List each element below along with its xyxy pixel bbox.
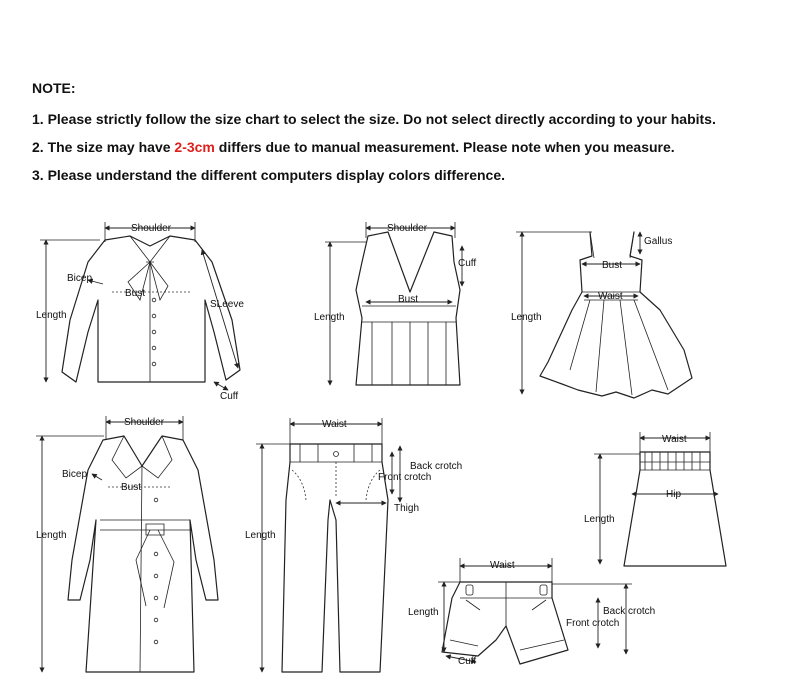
dress-gallus-label: Gallus (644, 236, 672, 247)
dress-waist-seam (582, 291, 640, 301)
dress-waist-label: Waist (598, 291, 623, 302)
shirt-buttons (151, 297, 157, 367)
pants-front-crotch-label: Front crotch (378, 472, 431, 483)
coat-shoulder-label: Shoulder (124, 417, 165, 428)
skirt-length-label: Length (584, 514, 615, 525)
shorts-cuff-label: Cuff (458, 656, 476, 667)
note-block: NOTE: 1. Please strictly follow the size… (32, 80, 792, 195)
dress-diagram: Gallus Bust Waist Length (511, 231, 693, 399)
shirt-bicep-label: Bicep (67, 273, 92, 284)
vest-bust-label: Bust (398, 294, 418, 305)
pants-outline (281, 443, 389, 673)
note-line-3: 3. Please understand the different compu… (32, 167, 506, 183)
coat-length-label: Length (36, 530, 67, 541)
dress-straps (589, 231, 635, 259)
vest-shoulder-label: Shoulder (387, 223, 428, 234)
shirt-bicep-line (87, 278, 104, 285)
shorts-cuff-line (445, 654, 477, 664)
vest-cuff-label: Cuff (458, 258, 476, 269)
shorts-waist-label: Waist (490, 560, 515, 571)
coat-belt (100, 519, 190, 609)
note-line-2-highlight: 2-3cm (174, 139, 215, 155)
shorts-diagram: Waist Length Back crotch Front crotch Cu… (408, 558, 655, 667)
pants-pockets (291, 462, 381, 501)
skirt-hip-label: Hip (666, 489, 681, 500)
pants-back-crotch-label: Back crotch (410, 461, 462, 472)
shirt-cuff-label: Cuff (220, 391, 238, 402)
shorts-outline (441, 581, 569, 665)
skirt-waist-label: Waist (662, 434, 687, 445)
coat-bicep-label: Bicep (62, 469, 87, 480)
dress-length-label: Length (511, 312, 542, 323)
shorts-back-crotch-label: Back crotch (603, 606, 655, 617)
note-title: NOTE: (32, 80, 76, 96)
pants-waist-label: Waist (322, 419, 347, 430)
coat-buttons (153, 497, 159, 645)
skirt-waistband (640, 452, 710, 471)
note-line-2-end: differs due to manual measurement. Pleas… (214, 139, 675, 155)
coat-bust-label: Bust (121, 482, 141, 493)
vest-waistband (362, 305, 456, 385)
dress-outline (539, 231, 693, 399)
dress-folds (569, 299, 669, 396)
shirt-diagram: Shoulder Bicep Bust SLeeve Length Cuff (36, 222, 244, 402)
shorts-button-left (465, 584, 474, 596)
shorts-front-crotch-label: Front crotch (566, 618, 619, 629)
vest-diagram: Shoulder Cuff Bust Length (314, 222, 476, 386)
vest-length-label: Length (314, 312, 345, 323)
pants-button (333, 451, 339, 457)
vest-outline (355, 231, 461, 386)
shirt-cuff-line (213, 381, 229, 391)
coat-bicep-line (91, 473, 103, 481)
shorts-button-right (539, 584, 548, 596)
shirt-bust-label: Bust (125, 288, 145, 299)
note-line-1: 1. Please strictly follow the size chart… (32, 111, 716, 127)
shorts-pockets (449, 599, 565, 651)
shirt-sleeve-label: SLeeve (210, 299, 244, 310)
coat-lapels (111, 435, 173, 673)
shorts-length-label: Length (408, 607, 439, 618)
shirt-sleeve-line (200, 249, 240, 369)
shirt-bow (127, 260, 169, 302)
note-line-2-start: 2. The size may have (32, 139, 175, 155)
shirt-length-label: Length (36, 310, 67, 321)
pants-length-label: Length (245, 530, 276, 541)
skirt-outline (623, 451, 727, 567)
coat-outline (67, 435, 219, 673)
shorts-waistband (460, 582, 552, 626)
shirt-collar (129, 235, 171, 382)
shirt-shoulder-label: Shoulder (131, 223, 172, 234)
shirt-cuffs (61, 369, 241, 383)
pants-thigh-label: Thigh (394, 503, 419, 514)
dress-bust-label: Bust (602, 260, 622, 271)
pants-diagram: Waist Back crotch Front crotch Thigh Len… (245, 418, 462, 673)
note-line-2: 2. The size may have 2-3cm differs due t… (32, 139, 792, 155)
coat-diagram: Shoulder Bicep Bust Length (36, 416, 219, 673)
skirt-diagram: Waist Hip Length (584, 432, 727, 567)
